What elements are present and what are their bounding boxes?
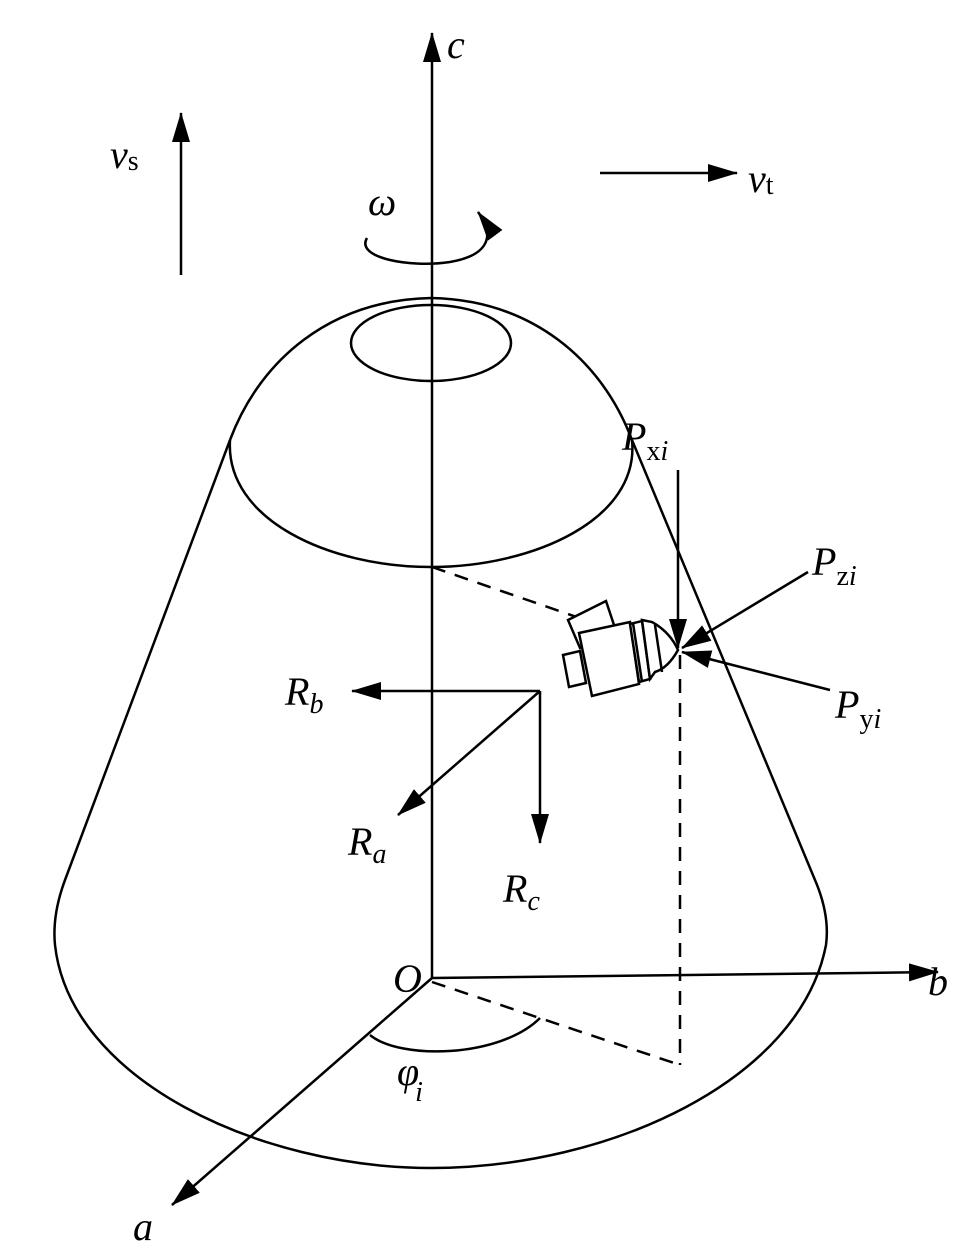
a-axis-label: a — [133, 1204, 153, 1249]
phi-label: φi — [397, 1049, 423, 1108]
dashed-base — [431, 980, 681, 1067]
b-axis-label: b — [928, 959, 948, 1004]
cone-outline — [53, 439, 829, 1170]
cutter-tool-icon — [561, 599, 680, 698]
pxi-label: Pxi — [621, 414, 668, 467]
vs-label: vs — [110, 132, 139, 177]
origin-label: O — [393, 956, 422, 1001]
rc-label: Rc — [502, 866, 540, 917]
phi-angle-arc — [369, 1017, 541, 1053]
pzi-arrow — [681, 570, 809, 650]
omega-label: ω — [368, 179, 396, 224]
dashed-radius-top — [431, 565, 621, 634]
pyi-arrow — [681, 650, 831, 692]
c-axis-label: c — [447, 22, 465, 67]
pyi-label: Pyi — [834, 682, 881, 735]
ra-arrow — [397, 690, 541, 816]
a-axis — [171, 977, 433, 1206]
omega-rotation-arrow — [364, 211, 503, 265]
b-axis — [431, 963, 939, 982]
ra-label: Ra — [347, 819, 386, 870]
pzi-label: Pzi — [811, 539, 857, 592]
rb-label: Rb — [284, 669, 323, 720]
vt-label: vt — [748, 156, 774, 201]
